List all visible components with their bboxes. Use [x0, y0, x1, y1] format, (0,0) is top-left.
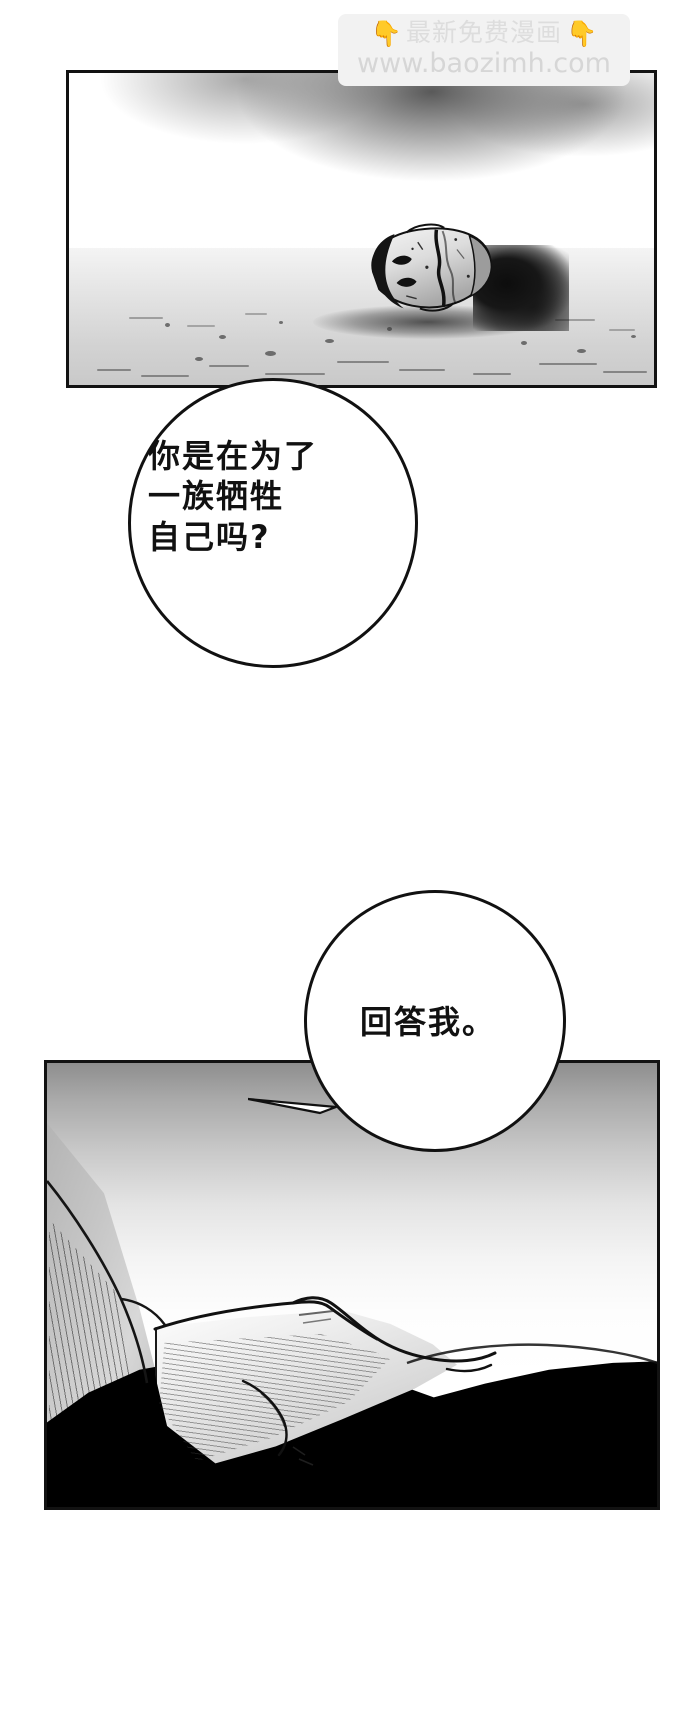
ground-speck: [195, 357, 203, 361]
ground-debris: [209, 365, 249, 367]
speech-bubble-question: [128, 378, 418, 668]
ground-debris: [97, 369, 131, 371]
pointing-down-hand-icon-right: 👇: [566, 20, 598, 48]
ground-speck: [219, 335, 226, 339]
cracked-mask-icon: [371, 223, 493, 312]
ground-debris: [129, 317, 163, 319]
ground-speck: [631, 335, 636, 338]
ground-debris: [337, 361, 389, 363]
speech-bubble-command-text: 回答我。: [360, 1003, 497, 1041]
watermark-title: 最新免费漫画: [405, 19, 562, 47]
speech-bubble-tail: [248, 1097, 338, 1115]
hand-outline: [47, 1180, 657, 1466]
ground-debris: [399, 369, 445, 371]
ground-speck: [265, 351, 276, 356]
ground-speck: [165, 323, 170, 327]
ground-speck: [325, 339, 334, 343]
ground-debris: [609, 329, 635, 331]
ground-debris: [141, 375, 189, 377]
ground-debris: [555, 319, 595, 321]
ground-debris: [603, 371, 647, 373]
speech-bubble-command: [304, 890, 566, 1152]
watermark-url: www.baozimh.com: [357, 48, 611, 79]
ground-debris: [539, 363, 597, 365]
site-watermark: 👇 最新免费漫画 👇 www.baozimh.com: [338, 14, 630, 86]
ground-debris: [245, 313, 267, 315]
watermark-title-row: 👇 最新免费漫画 👇: [370, 19, 598, 48]
ground-speck: [521, 341, 527, 345]
speech-bubble-question-text: 你是在为了 一族牺牲 自己吗?: [148, 437, 319, 556]
ground-debris: [187, 325, 215, 327]
ground-speck: [279, 321, 283, 324]
pointing-down-hand-icon-left: 👇: [370, 20, 402, 48]
ground-debris: [473, 373, 511, 375]
ground-debris: [265, 373, 325, 375]
comic-panel-bottom: [44, 1060, 660, 1510]
ground-speck: [577, 349, 586, 353]
comic-panel-top: [66, 70, 657, 388]
